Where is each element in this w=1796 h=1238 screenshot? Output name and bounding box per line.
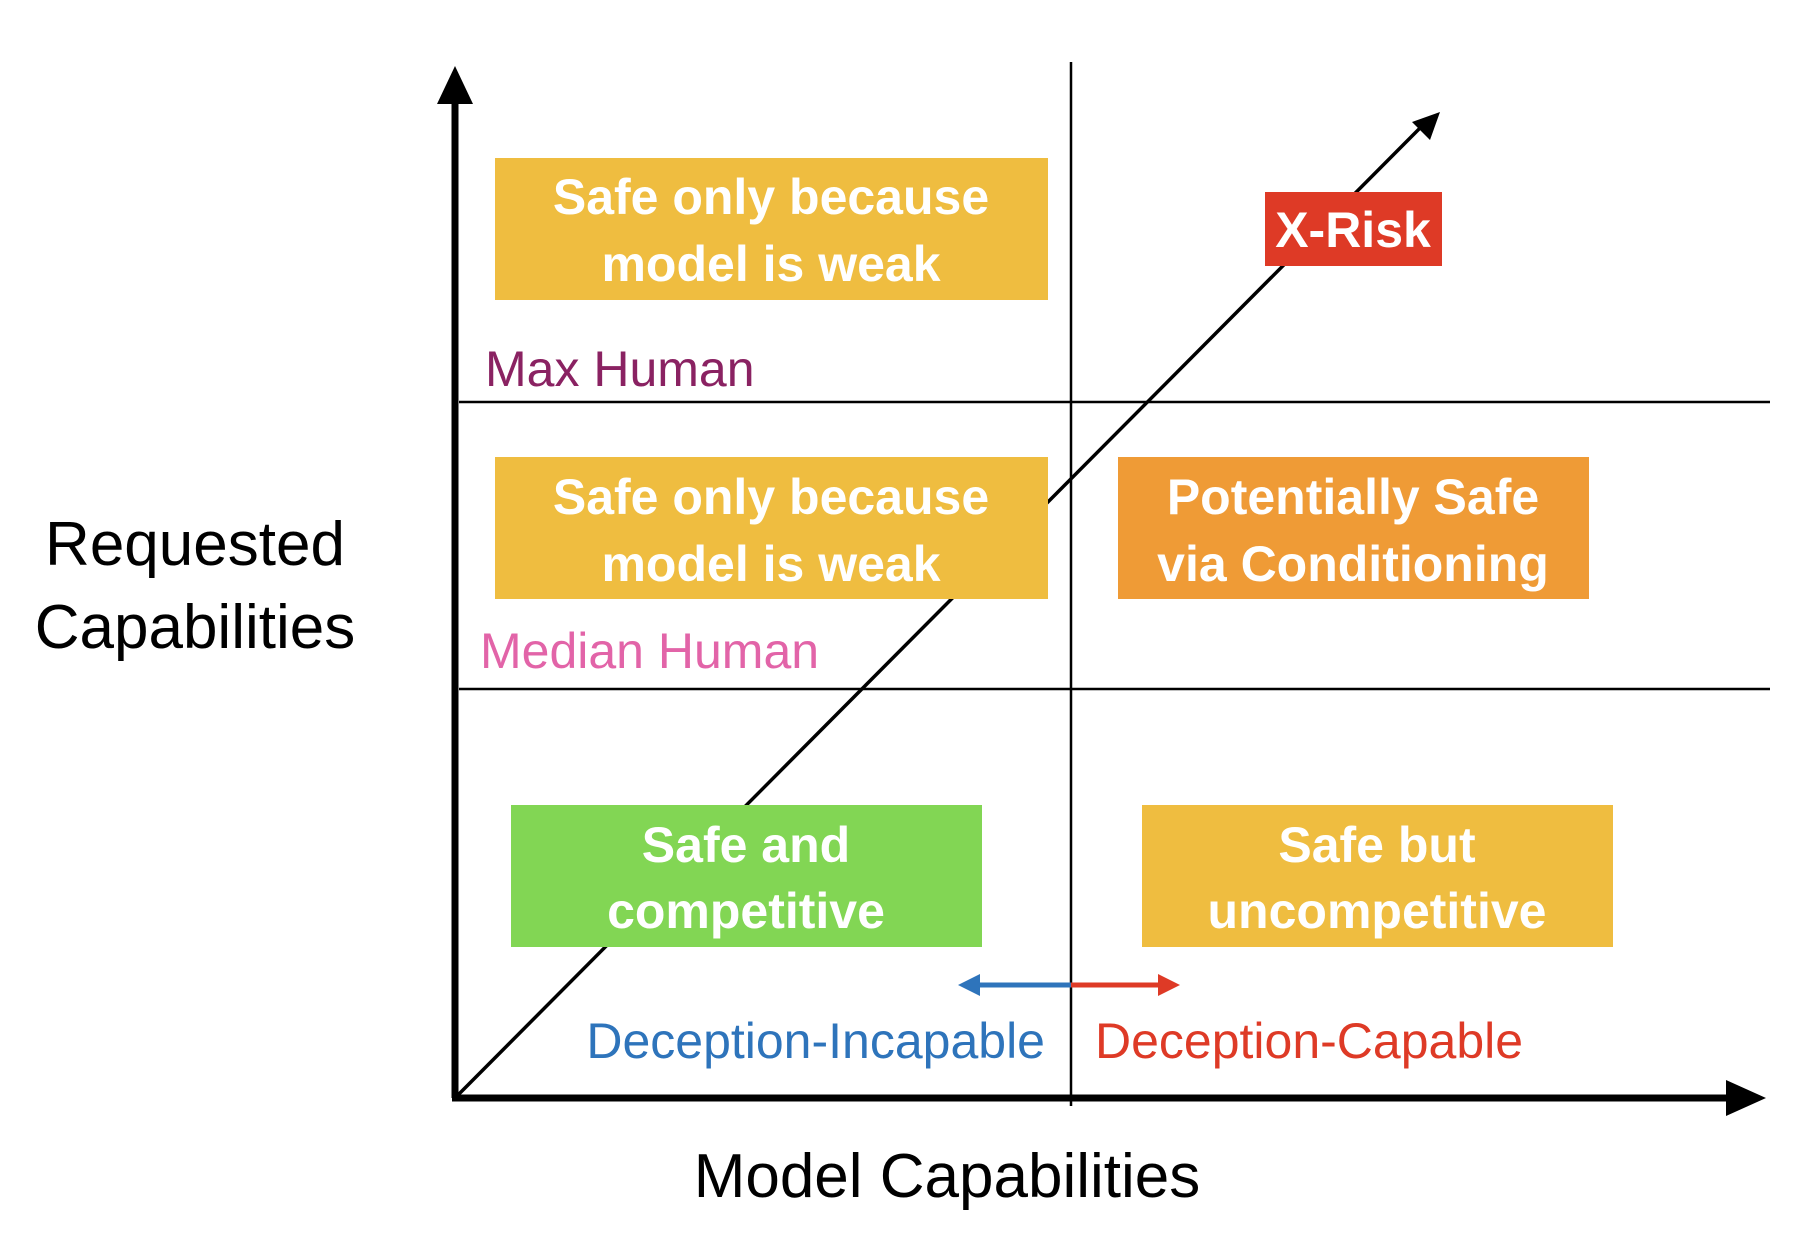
deception-capable-label: Deception-Capable: [1095, 1013, 1523, 1069]
y-axis-label-line1: Requested: [45, 510, 345, 579]
box-mid-right-line1: Potentially Safe: [1167, 469, 1539, 525]
box-xrisk: [1265, 192, 1442, 266]
deception-incapable-label: Deception-Incapable: [586, 1013, 1045, 1069]
box-bottom-right-line1: Safe but: [1278, 817, 1476, 873]
box-bottom-left-line2: competitive: [607, 883, 885, 939]
box-mid-right: [1118, 457, 1589, 599]
x-axis-label: Model Capabilities: [694, 1142, 1201, 1211]
box-top-left: [495, 158, 1048, 300]
box-mid-left-line1: Safe only because: [553, 469, 989, 525]
box-top-left-line1: Safe only because: [553, 169, 989, 225]
box-bottom-right: [1142, 805, 1613, 947]
median-human-label: Median Human: [480, 623, 819, 679]
xrisk-label: X-Risk: [1275, 202, 1431, 258]
deception-incapable-arrowhead: [958, 974, 980, 996]
box-bottom-left-line1: Safe and: [642, 817, 850, 873]
max-human-label: Max Human: [485, 341, 755, 397]
box-mid-left: [495, 457, 1048, 599]
y-axis-label-line2: Capabilities: [35, 593, 356, 662]
box-mid-left-line2: model is weak: [601, 536, 940, 592]
box-bottom-left: [511, 805, 982, 947]
diagonal-arrowhead: [1412, 112, 1440, 140]
box-bottom-right-line2: uncompetitive: [1208, 883, 1547, 939]
deception-capable-arrowhead: [1158, 974, 1180, 996]
x-axis-arrowhead: [1726, 1080, 1766, 1116]
box-mid-right-line2: via Conditioning: [1157, 536, 1549, 592]
y-axis-arrowhead: [437, 66, 473, 104]
box-top-left-line2: model is weak: [601, 236, 940, 292]
